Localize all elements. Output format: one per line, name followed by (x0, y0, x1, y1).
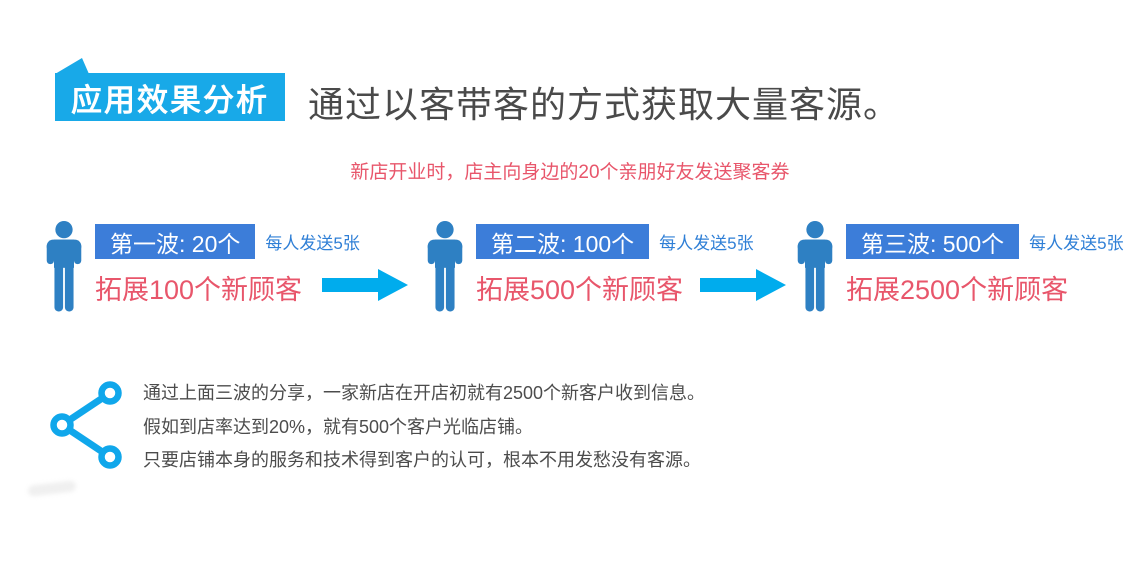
wave-stage-2: 第二波: 100个 每人发送5张 拓展500个新顾客 (425, 220, 754, 315)
summary-line-2: 假如到店率达到20%，就有500个客户光临店铺。 (143, 416, 534, 437)
subtitle-text: 新店开业时，店主向身边的20个亲朋好友发送聚客券 (350, 162, 790, 183)
wave-2-note: 每人发送5张 (659, 234, 754, 253)
arrow-right-icon (700, 269, 786, 301)
wave-1-result: 拓展100个新顾客 (95, 275, 303, 305)
arrow-right-icon (322, 269, 408, 301)
summary-line-3: 只要店铺本身的服务和技术得到客户的认可，根本不用发愁没有客源。 (143, 450, 701, 470)
summary-line-1: 通过上面三波的分享，一家新店在开店初就有2500个新客户收到信息。 (143, 383, 706, 403)
person-icon (427, 221, 463, 312)
person-icon (46, 221, 82, 312)
share-icon (50, 381, 122, 469)
wave-3-badge: 第三波: 500个 (846, 224, 1020, 259)
wave-1-note: 每人发送5张 (265, 234, 360, 253)
wave-2-result: 拓展500个新顾客 (476, 275, 684, 305)
summary-text: 通过上面三波的分享，一家新店在开店初就有2500个新客户收到信息。 假如到店率达… (143, 377, 705, 478)
header-badge-label: 应用效果分析 (71, 82, 269, 118)
wave-1-badge: 第一波: 20个 (95, 224, 256, 259)
person-icon (797, 221, 833, 312)
flag-corner-icon (55, 58, 89, 74)
wave-3-note: 每人发送5张 (1029, 234, 1124, 253)
wave-stage-1: 第一波: 20个 每人发送5张 拓展100个新顾客 (44, 220, 360, 315)
wave-stage-3: 第三波: 500个 每人发送5张 拓展2500个新顾客 (795, 220, 1124, 315)
header-badge: 应用效果分析 (55, 73, 285, 121)
page-title: 通过以客带客的方式获取大量客源。 (308, 84, 901, 125)
watermark-smudge (27, 480, 77, 497)
wave-3-result: 拓展2500个新顾客 (846, 275, 1069, 305)
wave-2-badge: 第二波: 100个 (476, 224, 650, 259)
